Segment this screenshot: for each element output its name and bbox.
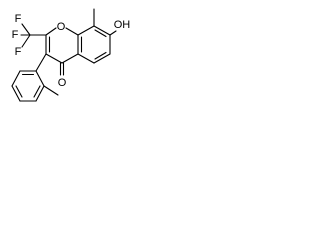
double-bond-inner [94, 29, 107, 38]
bond [21, 23, 31, 36]
substituents [93, 8, 117, 36]
bond [35, 85, 45, 102]
bond [35, 70, 45, 87]
fluorine-label: F [12, 29, 19, 41]
ring-oxygen-label: O [57, 21, 66, 33]
bond [77, 53, 95, 64]
chemical-structure-diagram: OH O O F F F [11, 8, 130, 102]
hydroxyl-bond [109, 30, 117, 36]
bond [93, 53, 111, 64]
fluorine-label: F [15, 46, 22, 58]
bond [93, 25, 111, 36]
carbonyl-oxygen-label: O [58, 77, 67, 89]
double-bond-inner [33, 85, 41, 98]
double-bond-inner [15, 85, 23, 98]
bond [45, 27, 57, 36]
double-bond-inner [94, 51, 107, 60]
bond [61, 53, 79, 64]
benzo-ring [77, 25, 111, 64]
bond [77, 25, 95, 36]
fluorine-label: F [15, 13, 22, 25]
methyl-bond [43, 85, 59, 96]
bond [35, 53, 47, 72]
hydroxyl-label: OH [114, 19, 130, 31]
bond [11, 70, 21, 87]
bond [45, 53, 63, 64]
pyranone-ring [45, 27, 79, 76]
trifluoromethyl-group [20, 23, 47, 48]
bond [65, 27, 79, 36]
bond [11, 85, 21, 102]
bond [21, 34, 31, 48]
tolyl-ring [11, 53, 59, 102]
